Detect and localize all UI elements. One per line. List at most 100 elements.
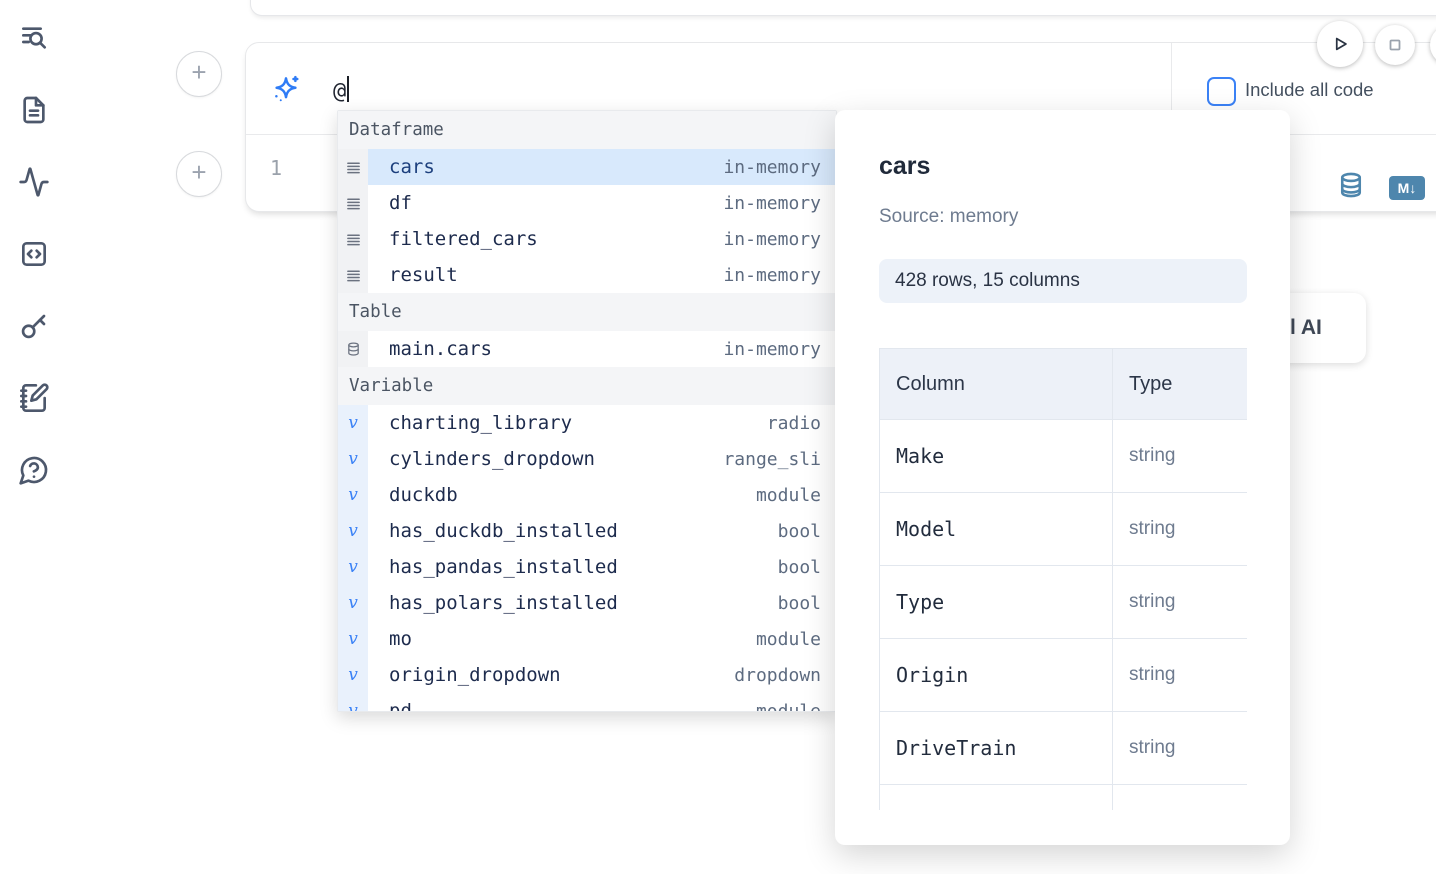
document-icon[interactable]: [18, 94, 50, 126]
column-name: Type: [879, 565, 1113, 639]
column-type: string: [1112, 492, 1247, 566]
schema-row-partial: [879, 784, 1247, 810]
stop-button[interactable]: [1375, 25, 1415, 65]
completion-name: duckdb: [389, 484, 458, 506]
database-icon[interactable]: [1337, 171, 1365, 201]
completion-type: in-memory: [723, 264, 821, 286]
variable-icon: v: [338, 405, 368, 441]
include-all-code-checkbox[interactable]: [1207, 77, 1236, 106]
column-name: Model: [879, 492, 1113, 566]
text-cursor: [347, 76, 350, 102]
completion-type: radio: [766, 412, 821, 434]
shape-badge: 428 rows, 15 columns: [879, 259, 1247, 303]
completion-name: has_polars_installed: [389, 592, 618, 614]
sidebar: [18, 22, 50, 486]
dataframe-icon: [338, 257, 368, 293]
completion-type: module: [755, 700, 821, 712]
database-icon: [338, 331, 368, 367]
column-name: Make: [879, 419, 1113, 493]
completion-name: has_pandas_installed: [389, 556, 618, 578]
completion-type: in-memory: [723, 156, 821, 178]
completion-type: in-memory: [723, 192, 821, 214]
play-icon: [1335, 37, 1347, 51]
completion-type: module: [755, 628, 821, 650]
column-type: string: [1112, 565, 1247, 639]
completion-type: in-memory: [723, 338, 821, 360]
activity-icon[interactable]: [18, 166, 50, 198]
include-all-code-label[interactable]: Include all code: [1245, 79, 1374, 100]
run-cell-button[interactable]: [1317, 21, 1363, 67]
dataframe-icon: [338, 185, 368, 221]
column-type: string: [1112, 711, 1247, 785]
completion-item-cars[interactable]: cars in-memory: [338, 149, 836, 185]
completion-item-has_polars_installed[interactable]: v has_polars_installed bool: [338, 585, 836, 621]
completion-type: range_sli: [723, 448, 821, 470]
completion-item-origin_dropdown[interactable]: v origin_dropdown dropdown: [338, 657, 836, 693]
completion-name: main.cars: [389, 338, 492, 360]
stop-icon: [1389, 39, 1401, 51]
help-chat-icon[interactable]: [18, 454, 50, 486]
list-search-icon[interactable]: [18, 22, 50, 54]
completion-item-main.cars[interactable]: main.cars in-memory: [338, 331, 836, 367]
line-number: 1: [270, 156, 283, 180]
previous-cell-edge: [250, 0, 1436, 16]
variable-icon: v: [338, 549, 368, 585]
add-cell-button-top[interactable]: +: [176, 51, 222, 97]
variable-icon: v: [338, 441, 368, 477]
variable-icon: v: [338, 477, 368, 513]
completion-type: bool: [777, 520, 821, 542]
add-cell-button-bottom[interactable]: +: [176, 151, 222, 197]
scratchpad-icon[interactable]: [18, 382, 50, 414]
completion-name: mo: [389, 628, 412, 650]
completion-item-pd[interactable]: v pd module: [338, 693, 836, 712]
completion-name: result: [389, 264, 458, 286]
variable-icon: v: [338, 693, 368, 711]
completion-section-header: Table: [338, 293, 836, 331]
column-type: string: [1112, 419, 1247, 493]
ai-prompt-input[interactable]: @: [333, 76, 350, 104]
schema-header-column: Column: [879, 348, 1113, 420]
completion-name: cars: [389, 156, 435, 178]
completion-type: bool: [777, 592, 821, 614]
key-icon[interactable]: [18, 310, 50, 342]
dataframe-icon: [338, 149, 368, 185]
completion-name: origin_dropdown: [389, 664, 561, 686]
dataframe-icon: [338, 221, 368, 257]
more-actions-button[interactable]: [1430, 25, 1436, 65]
column-name: DriveTrain: [879, 711, 1113, 785]
completion-section-header: Variable: [338, 367, 836, 405]
markdown-icon[interactable]: M↓: [1389, 176, 1425, 200]
variable-icon: v: [338, 585, 368, 621]
prompt-divider: [1171, 43, 1172, 134]
completion-name: charting_library: [389, 412, 573, 434]
preview-source: Source: memory: [879, 206, 1019, 227]
completion-name: pd: [389, 700, 412, 712]
completion-type: in-memory: [723, 228, 821, 250]
completion-item-result[interactable]: result in-memory: [338, 257, 836, 293]
dataframe-preview-panel: cars Source: memory 428 rows, 15 columns…: [835, 110, 1290, 845]
column-name: Origin: [879, 638, 1113, 712]
variable-icon: v: [338, 513, 368, 549]
completion-type: dropdown: [734, 664, 821, 686]
ai-button-label: l AI: [1290, 316, 1322, 339]
variable-icon: v: [338, 657, 368, 693]
completion-item-charting_library[interactable]: v charting_library radio: [338, 405, 836, 441]
code-cell-icon[interactable]: [18, 238, 50, 270]
